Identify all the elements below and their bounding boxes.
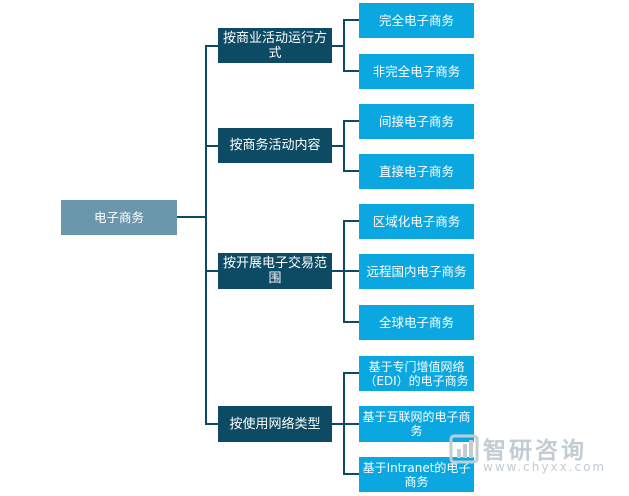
node-leaf-edi-ecommerce: 基于专门增值网络（EDI）的电子商务 — [359, 356, 474, 391]
node-category-network-type: 按使用网络类型 — [218, 406, 332, 442]
node-leaf-regional-ecommerce: 区域化电子商务 — [359, 204, 474, 239]
chart-logo-icon — [449, 434, 479, 464]
node-leaf-indirect-ecommerce: 间接电子商务 — [359, 104, 474, 139]
node-leaf-domestic-remote-ecommerce: 远程国内电子商务 — [359, 254, 474, 289]
node-leaf-global-ecommerce: 全球电子商务 — [359, 305, 474, 340]
node-root: 电子商务 — [61, 200, 177, 235]
node-leaf-direct-ecommerce: 直接电子商务 — [359, 154, 474, 189]
node-leaf-incomplete-ecommerce: 非完全电子商务 — [359, 54, 474, 89]
node-leaf-complete-ecommerce: 完全电子商务 — [359, 3, 474, 38]
node-category-activity-content: 按商务活动内容 — [218, 128, 332, 163]
watermark-name: 智研咨询 — [483, 438, 587, 464]
node-category-trade-scope: 按开展电子交易范围 — [218, 253, 332, 289]
watermark-url: www.chyxx.com — [483, 460, 607, 474]
node-category-operation-mode: 按商业活动运行方式 — [218, 28, 332, 63]
watermark: 智研咨询 www.chyxx.com — [449, 430, 624, 478]
